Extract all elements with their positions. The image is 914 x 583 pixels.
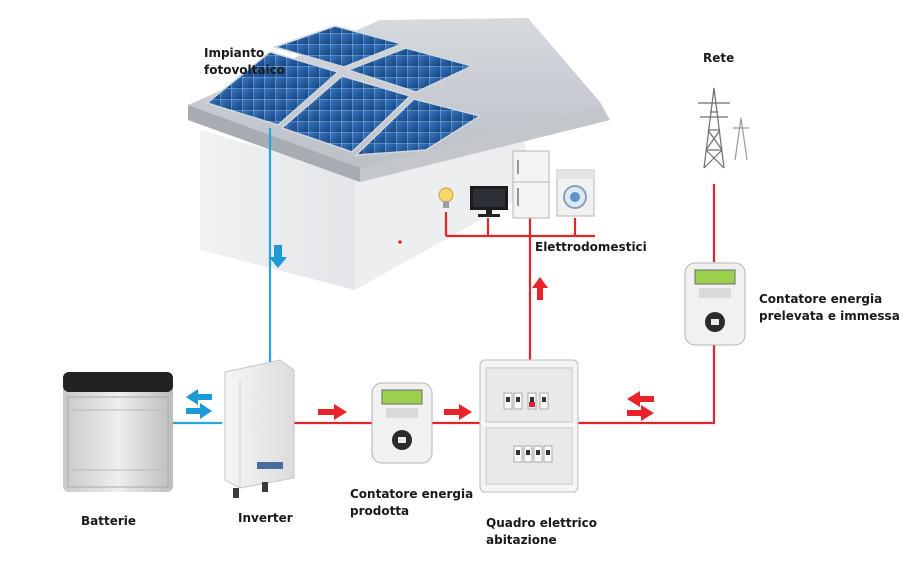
battery-icon: [63, 372, 173, 492]
label-pv-line1: Impianto: [204, 46, 265, 60]
label-pv-system: Impianto fotovoltaico: [204, 45, 285, 79]
electrical-panel-icon: [479, 359, 579, 493]
label-grid: Rete: [703, 51, 735, 65]
arrow-icon-right-red-1: [318, 404, 347, 420]
inverter-icon: [224, 359, 295, 498]
marker-dot: [398, 240, 402, 244]
tv-icon: [470, 186, 508, 217]
label-grid-meter-line2: prelevata e immessa: [759, 309, 900, 323]
label-pv-line2: fotovoltaico: [204, 63, 285, 77]
label-prod-meter-line2: prodotta: [350, 504, 410, 518]
label-grid-meter: Contatore energia prelevata e immessa: [759, 291, 900, 325]
dc-wiring: [170, 128, 272, 425]
label-panel-line2: abitazione: [486, 533, 557, 547]
label-grid-meter-line1: Contatore energia: [759, 292, 883, 306]
arrow-icon-right-red-2: [444, 404, 472, 420]
energy-meter-icon: [371, 382, 433, 464]
solar-panel-icon: [205, 25, 482, 156]
arrow-icon-left-blue: [186, 389, 212, 405]
label-inverter: Inverter: [238, 511, 293, 525]
arrow-icon-right-red-3: [627, 405, 654, 421]
pylon-icon: [698, 87, 749, 169]
label-electrical-panel: Quadro elettrico abitazione: [486, 515, 597, 549]
washing-machine-icon: [556, 169, 595, 217]
lightbulb-icon: [438, 187, 454, 208]
fridge-icon: [512, 150, 550, 219]
arrow-icon-up-red: [532, 277, 548, 300]
ac-wiring: [292, 184, 716, 425]
arrow-icon-down-blue: [269, 245, 287, 268]
label-appliances: Elettrodomestici: [535, 240, 647, 254]
arrow-icon-right-blue: [186, 403, 212, 419]
label-prod-meter-line1: Contatore energia: [350, 487, 474, 501]
label-panel-line1: Quadro elettrico: [486, 516, 598, 530]
label-battery: Batterie: [81, 514, 137, 528]
arrow-icon-left-red: [627, 391, 654, 407]
label-production-meter: Contatore energia prodotta: [350, 486, 473, 520]
energy-meter-icon: [684, 262, 746, 346]
